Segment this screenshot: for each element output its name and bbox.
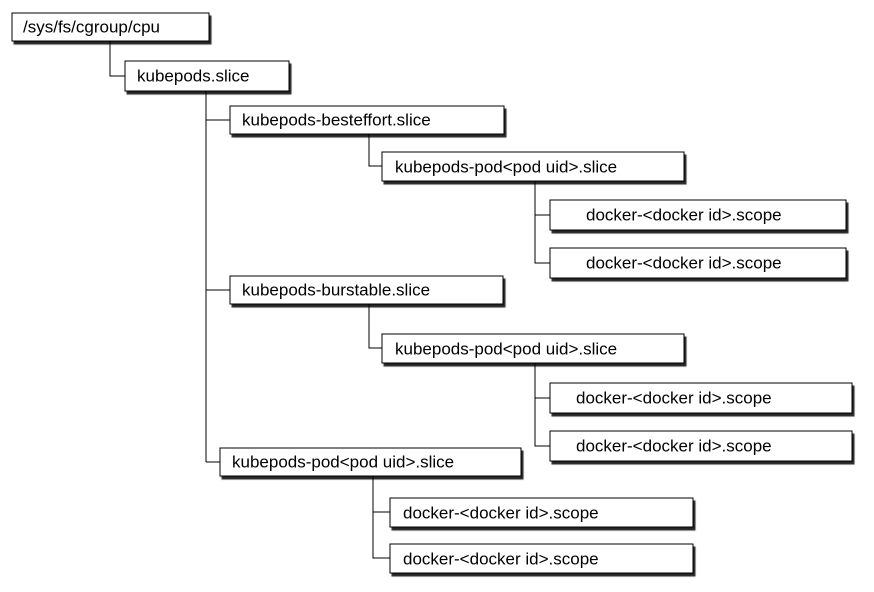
node-burstable-scope-1: docker-<docker id>.scope	[549, 382, 853, 414]
node-guaranteed-scope-2: docker-<docker id>.scope	[389, 543, 694, 574]
node-burstable-scope-1-label: docker-<docker id>.scope	[576, 388, 772, 407]
connector-root-kubepods	[109, 41, 125, 77]
node-kubepods-slice: kubepods.slice	[124, 60, 290, 92]
node-root: /sys/fs/cgroup/cpu	[11, 12, 210, 42]
node-besteffort-scope-2-label: docker-<docker id>.scope	[586, 253, 782, 272]
connector-guaranteed-pod-scopes	[372, 476, 390, 559]
node-guaranteed-pod-slice-label: kubepods-pod<pod uid>.slice	[232, 452, 454, 471]
tree-connectors	[109, 41, 550, 559]
node-kubepods-slice-label: kubepods.slice	[137, 66, 249, 85]
node-besteffort-scope-1-label: docker-<docker id>.scope	[586, 205, 782, 224]
connector-burstable-pod	[368, 304, 382, 349]
node-guaranteed-scope-1-label: docker-<docker id>.scope	[403, 503, 599, 522]
node-besteffort-slice: kubepods-besteffort.slice	[229, 105, 505, 135]
node-burstable-scope-2: docker-<docker id>.scope	[549, 430, 853, 462]
node-besteffort-pod-slice: kubepods-pod<pod uid>.slice	[381, 151, 685, 182]
node-besteffort-scope-1: docker-<docker id>.scope	[549, 199, 847, 231]
node-besteffort-slice-label: kubepods-besteffort.slice	[242, 110, 431, 129]
connector-besteffort-pod	[368, 134, 382, 167]
node-burstable-scope-2-label: docker-<docker id>.scope	[576, 436, 772, 455]
node-guaranteed-pod-slice: kubepods-pod<pod uid>.slice	[219, 447, 522, 477]
node-guaranteed-scope-2-label: docker-<docker id>.scope	[403, 549, 599, 568]
node-besteffort-scope-2: docker-<docker id>.scope	[549, 247, 847, 279]
connector-besteffort-pod-scopes	[534, 181, 550, 264]
node-burstable-slice: kubepods-burstable.slice	[229, 275, 504, 305]
node-burstable-pod-slice-label: kubepods-pod<pod uid>.slice	[395, 339, 617, 358]
node-guaranteed-scope-1: docker-<docker id>.scope	[389, 497, 694, 528]
node-burstable-pod-slice: kubepods-pod<pod uid>.slice	[381, 333, 685, 364]
node-besteffort-pod-slice-label: kubepods-pod<pod uid>.slice	[395, 157, 617, 176]
node-burstable-slice-label: kubepods-burstable.slice	[242, 280, 430, 299]
connector-burstable-pod-scopes	[534, 363, 550, 447]
node-root-label: /sys/fs/cgroup/cpu	[23, 17, 160, 36]
